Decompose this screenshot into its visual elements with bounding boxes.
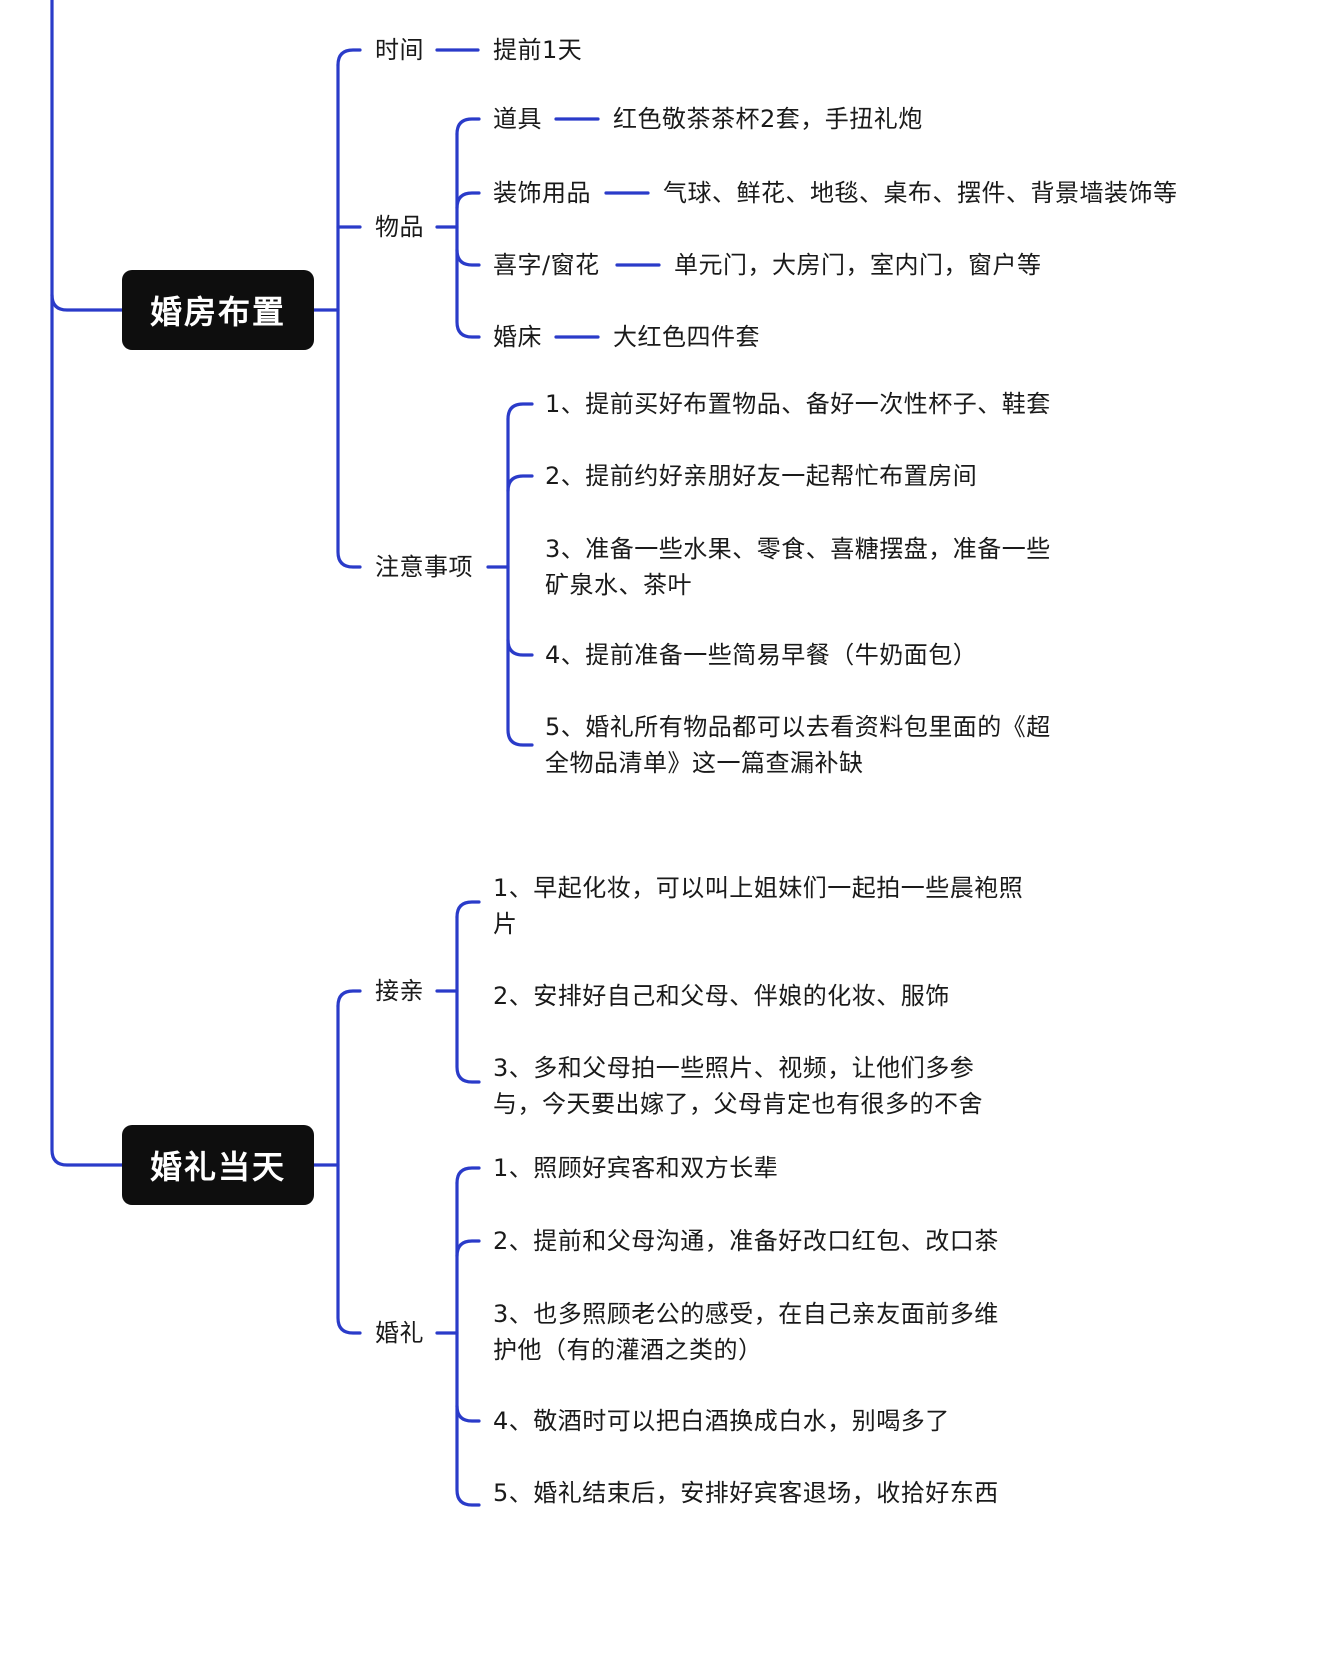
note-item: 3、准备一些水果、零食、喜糖摆盘，准备一些矿泉水、茶叶 [545,535,1051,599]
branch-items: 物品 [375,213,424,241]
note-item: 2、提前约好亲朋好友一起帮忙布置房间 [545,462,978,490]
note-item: 4、提前准备一些简易早餐（牛奶面包） [545,641,978,669]
note-item: 1、提前买好布置物品、备好一次性杯子、鞋套 [545,390,1051,418]
note-item: 4、敬酒时可以把白酒换成白水，别喝多了 [493,1407,950,1435]
item-value-props: 红色敬茶茶杯2套，手扭礼炮 [613,105,923,133]
time-value: 提前1天 [493,36,583,64]
branch-pickup: 接亲 [375,977,424,1005]
item-value-bed: 大红色四件套 [613,323,760,351]
note-item: 3、也多照顾老公的感受，在自己亲友面前多维护他（有的灌酒之类的） [493,1300,999,1364]
item-value-xi-char: 单元门，大房门，室内门，窗户等 [674,251,1042,279]
item-label-props: 道具 [493,105,542,133]
branch-ceremony: 婚礼 [375,1319,424,1347]
note-item: 2、提前和父母沟通，准备好改口红包、改口茶 [493,1227,999,1255]
note-item: 2、安排好自己和父母、伴娘的化妆、服饰 [493,982,950,1010]
note-item: 5、婚礼所有物品都可以去看资料包里面的《超全物品清单》这一篇查漏补缺 [545,713,1051,777]
root-node-label: 婚房布置 [149,293,286,331]
item-label-xi-char: 喜字/窗花 [493,251,600,279]
item-label-decor: 装饰用品 [493,179,591,207]
note-item: 1、照顾好宾客和双方长辈 [493,1154,779,1182]
root-node-wedding-room[interactable]: 婚房布置 [122,270,314,350]
note-item: 5、婚礼结束后，安排好宾客退场，收拾好东西 [493,1479,999,1507]
root-node-wedding-day[interactable]: 婚礼当天 [122,1125,314,1205]
branch-notes: 注意事项 [375,553,473,581]
item-value-decor: 气球、鲜花、地毯、桌布、摆件、背景墙装饰等 [663,179,1178,207]
item-label-bed: 婚床 [493,323,542,351]
note-item: 3、多和父母拍一些照片、视频，让他们多参与，今天要出嫁了，父母肯定也有很多的不舍 [493,1054,983,1118]
root-node-label: 婚礼当天 [149,1148,286,1186]
note-item: 1、早起化妆，可以叫上姐妹们一起拍一些晨袍照片 [493,874,1024,938]
branch-time: 时间 [375,36,424,64]
